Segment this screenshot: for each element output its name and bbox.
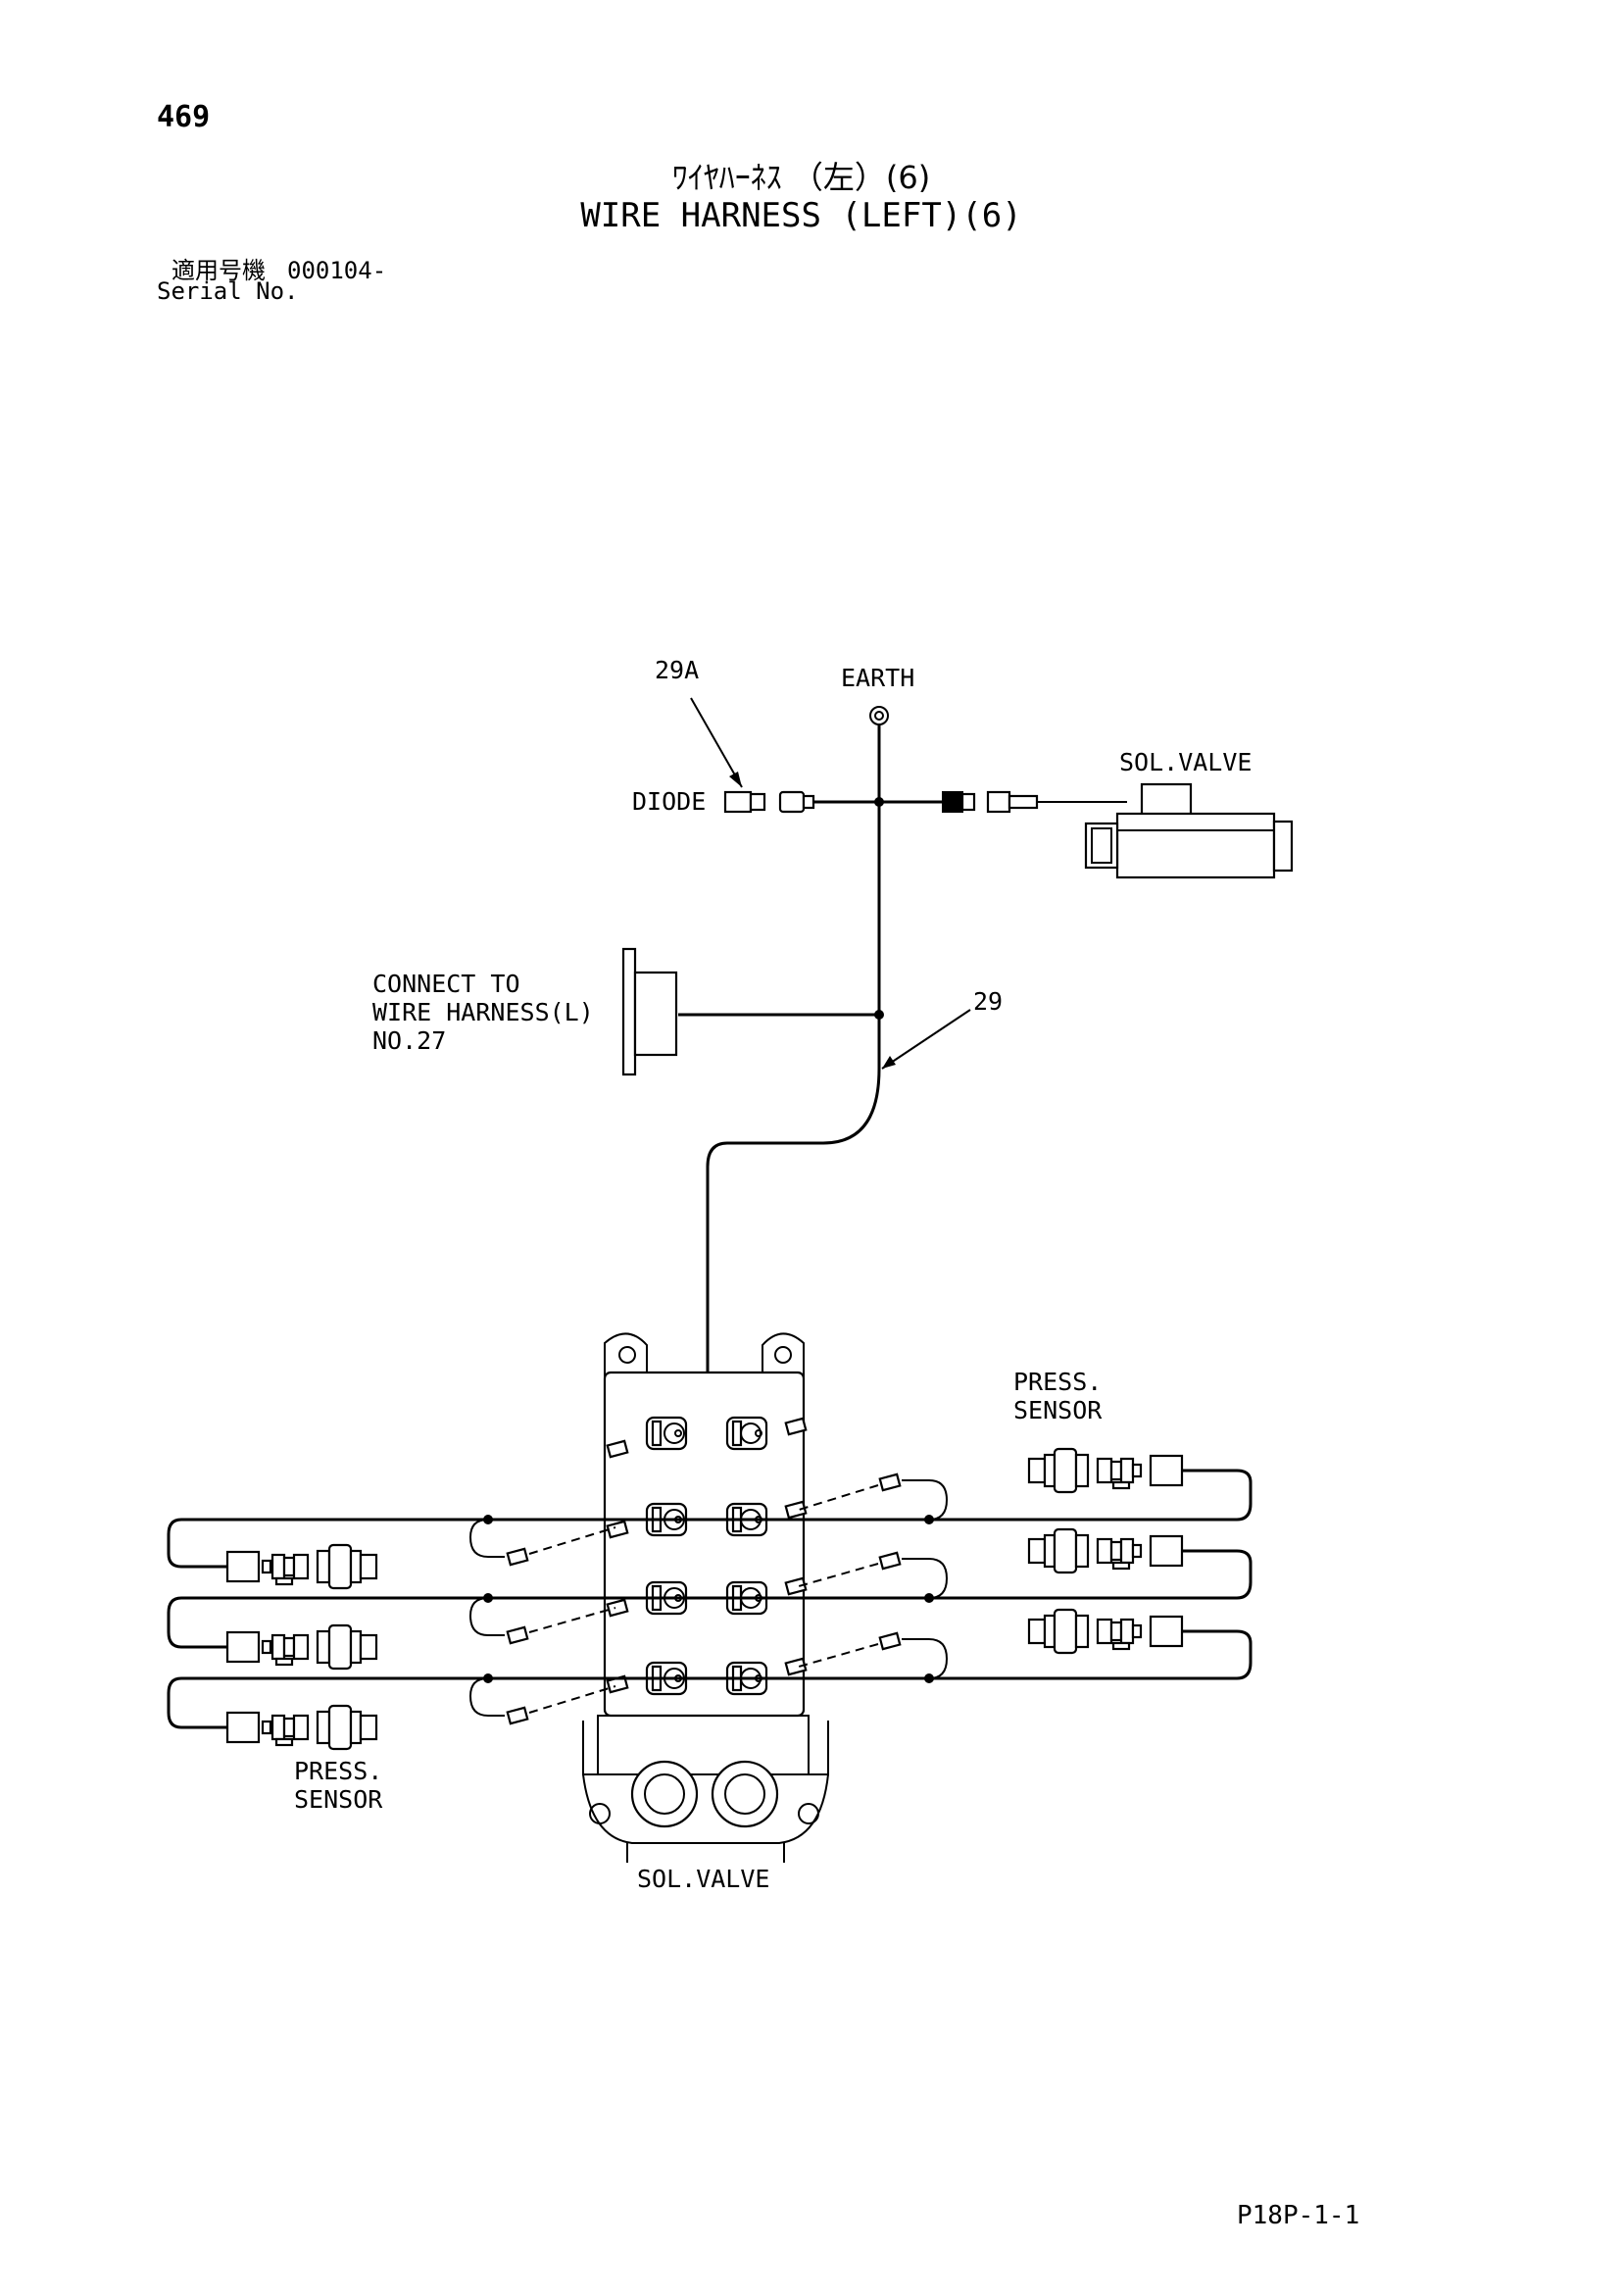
junction-connector [874,1010,884,1020]
label-sol-valve-top: SOL.VALVE [1119,748,1252,776]
label-sol-valve-bottom: SOL.VALVE [637,1865,769,1893]
connector-to-harness-l [621,947,678,1076]
label-press-sensor-right-1: PRESS. [1013,1368,1102,1396]
leader-29a [690,697,743,788]
coil-r1-left [645,1416,688,1451]
label-press-sensor-left-1: PRESS. [294,1757,382,1785]
press-sensor-right-3 [1027,1608,1184,1655]
solenoid-valve-top [1084,782,1294,879]
sol-valve-connector [942,790,1127,814]
press-sensor-left-3 [225,1704,378,1751]
diode-connector [723,790,815,814]
label-diode: DIODE [632,787,706,816]
coil-branch-right [798,1472,949,1679]
press-sensor-left-1 [225,1543,378,1590]
label-earth: EARTH [841,664,914,692]
leader-29 [881,1009,971,1070]
solenoid-valve-block [582,1332,829,1863]
label-press-sensor-right-2: SENSOR [1013,1396,1103,1424]
serial-applicability: 適用号機 000104- [172,251,386,285]
label-connect-line2: WIRE HARNESS(L) [372,998,594,1026]
serial-value: 000104- [287,257,387,284]
label-connect-line1: CONNECT TO [372,970,520,998]
page-code: P18P-1-1 [1237,2201,1360,2230]
title-japanese: ﾜｲﾔﾊｰﾈｽ （左）(6) [671,159,931,196]
press-sensor-right-1 [1027,1447,1184,1494]
serial-label-en: Serial No. [157,277,299,305]
sensor-harness-wires [167,1469,1253,1729]
label-connect-line3: NO.27 [372,1026,446,1055]
earth-terminal [869,706,889,725]
press-sensor-right-2 [1027,1527,1184,1574]
press-sensor-left-2 [225,1623,378,1671]
label-29: 29 [973,987,1003,1016]
coil-branch-left [468,1519,616,1725]
serial-label-jp: 適用号機 [172,257,266,284]
label-press-sensor-left-2: SENSOR [294,1785,383,1814]
label-29a: 29A [655,656,699,684]
page-number: 469 [157,100,211,134]
coil-r1-right [725,1416,768,1451]
junction-diode-earth-valve [874,797,884,807]
harness-29 [678,724,956,1461]
title-english: WIRE HARNESS (LEFT)(6) [580,196,1022,235]
